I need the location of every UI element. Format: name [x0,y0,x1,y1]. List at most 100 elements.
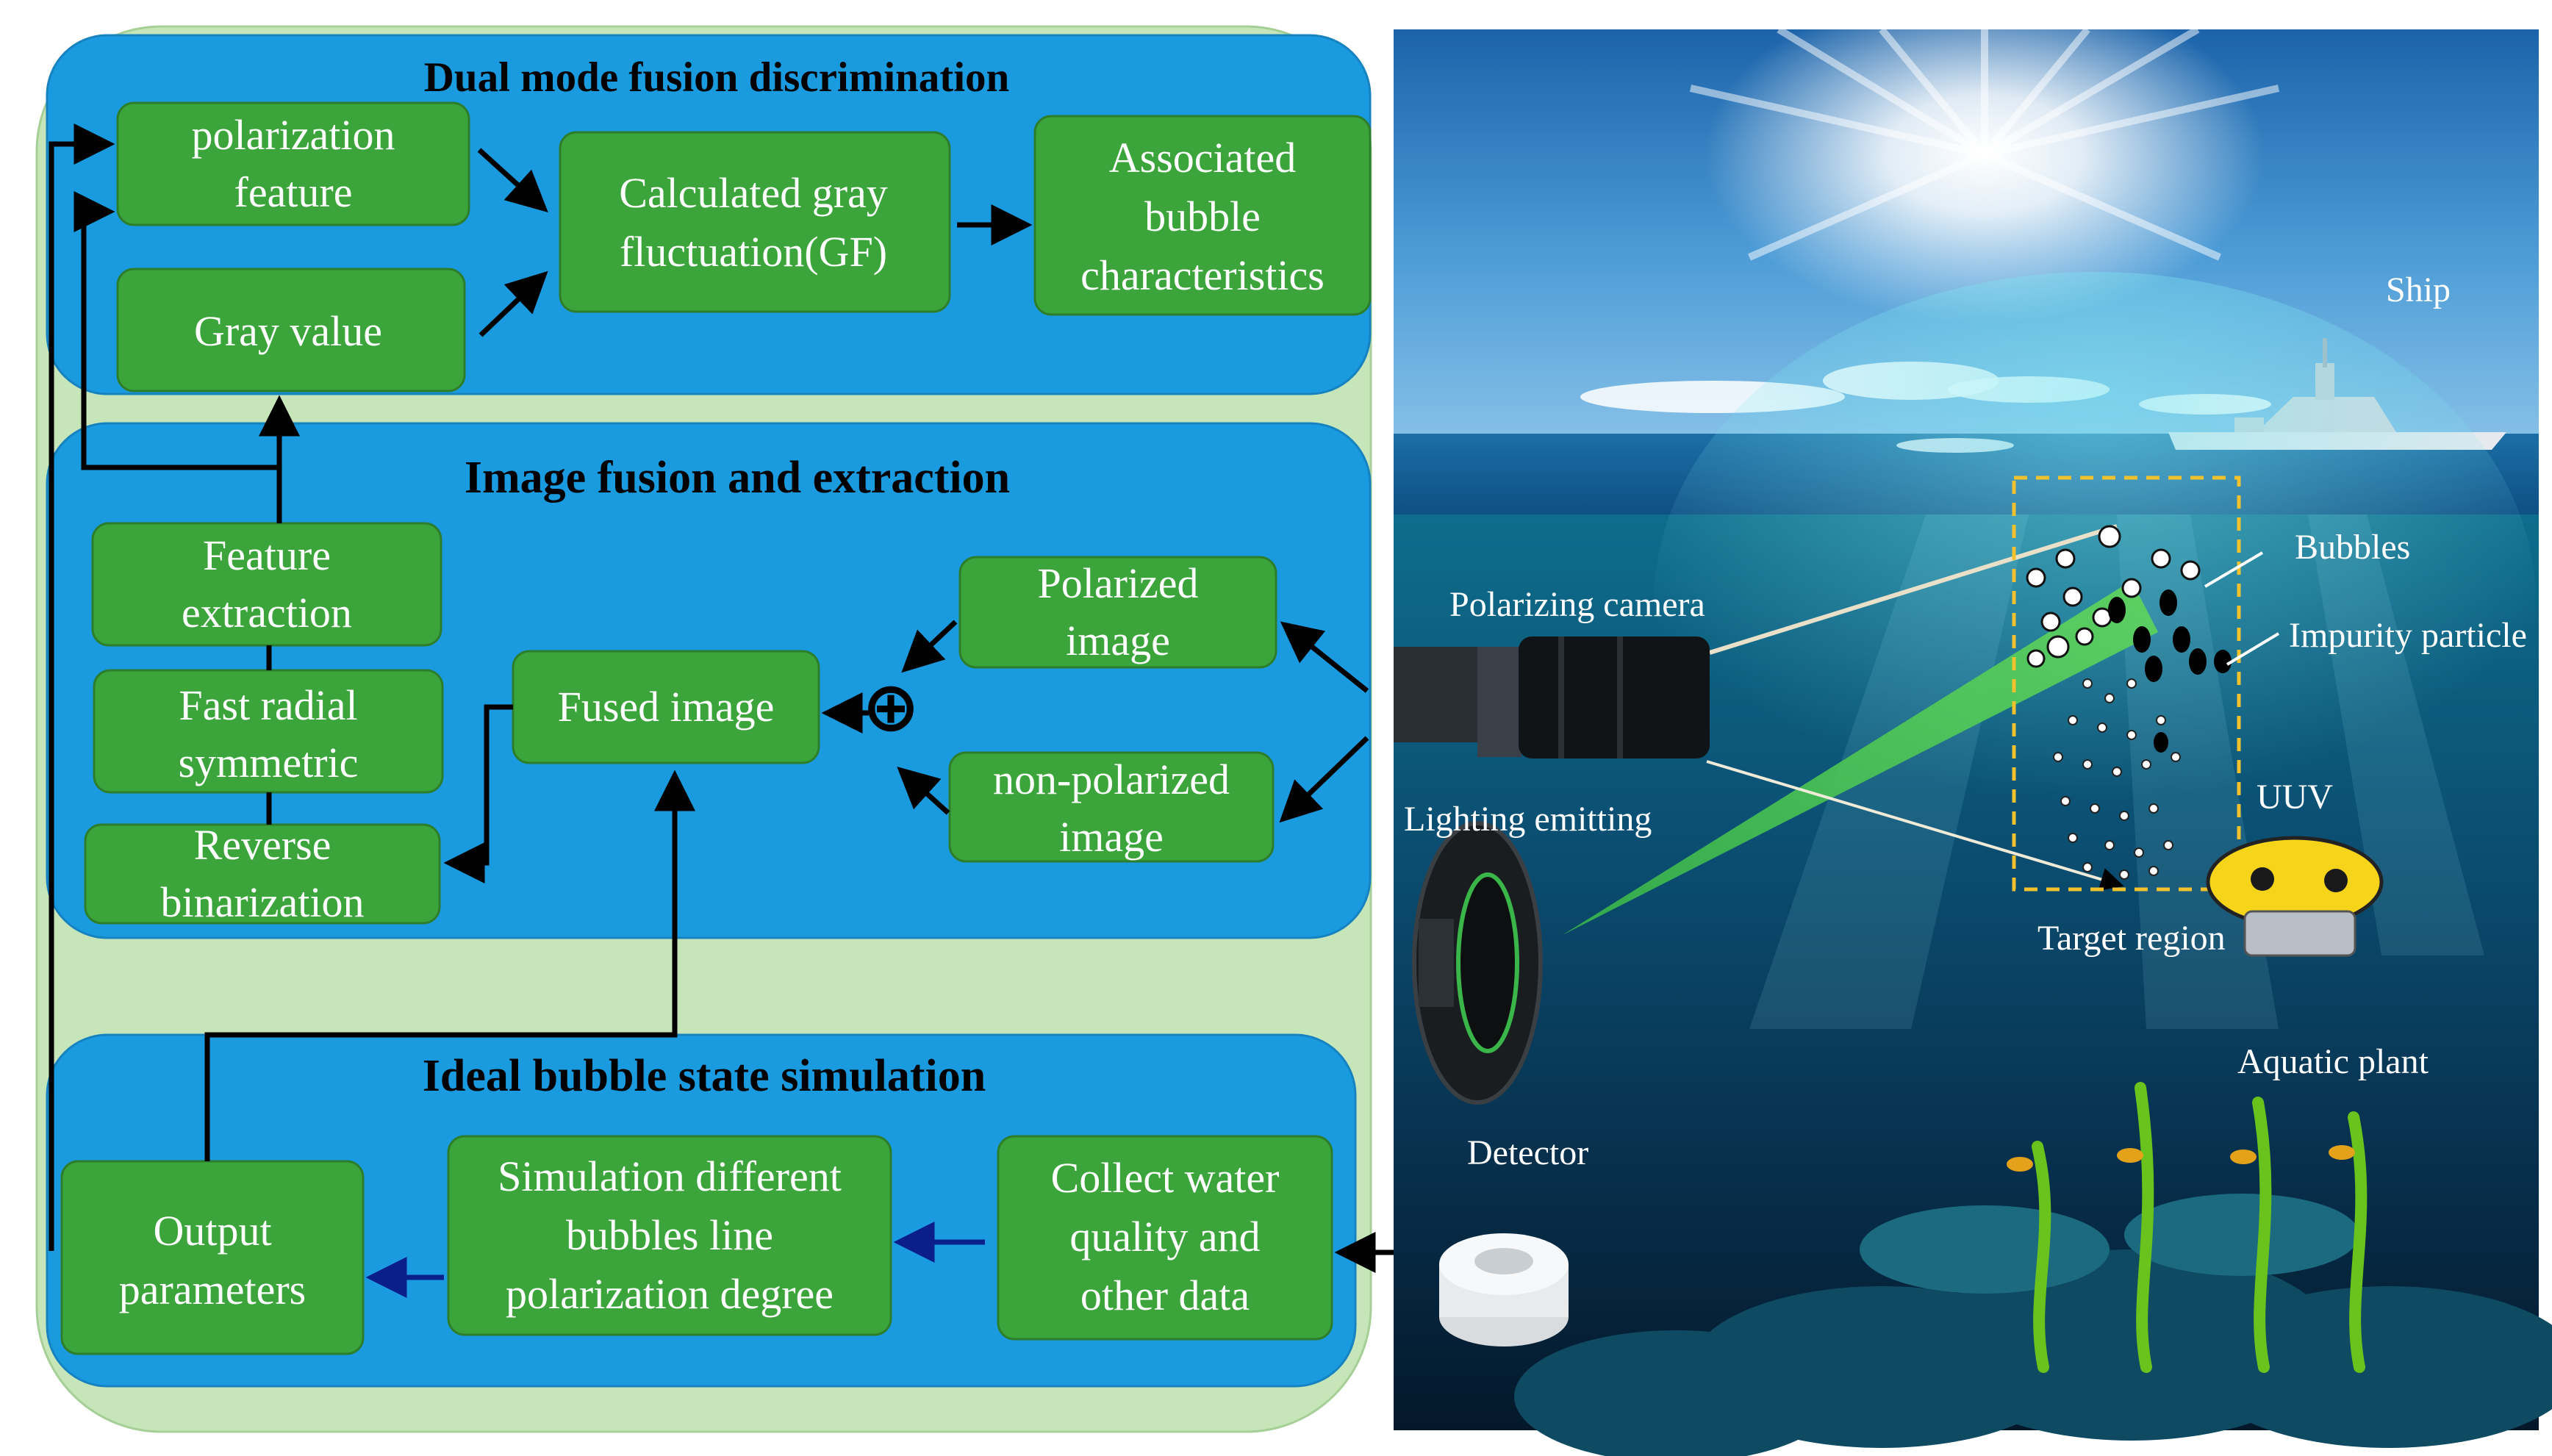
box-non-polarized-image: non-polarized image [948,751,1275,863]
box-text: bubble [1144,193,1261,240]
box-polarization-feature: polarization feature [116,101,470,226]
box-text: Feature [203,531,331,579]
flowchart-panel: Dual mode fusion discrimination Image fu… [35,25,1394,1433]
label-aquatic-plant: Aquatic plant [2237,1042,2429,1081]
impurity-pointer [2226,632,2280,666]
impurity-particles [2108,589,2232,753]
box-text: Reverse [194,821,331,869]
connectors [49,123,1394,1273]
box-text: Associated [1109,134,1297,182]
box-calculated-gray: Calculated gray fluctuation(GF) [559,131,951,313]
label-bubbles: Bubbles [2295,528,2410,567]
label-lighting: Lighting emitting [1404,800,1652,839]
camera-sightline-lower [1706,760,2124,891]
coral-reef [1514,1194,2552,1456]
lighting-emitter-icon [1412,821,1543,1105]
box-gray-value: Gray value [116,268,466,392]
scene-illustration: Ship Bubbles Impurity particle Polarizin… [1394,0,2552,1456]
polarizing-camera-icon [1394,636,1710,759]
label-detector: Detector [1467,1133,1588,1172]
arrow-outer-loop [49,123,115,1251]
section-title-ideal-bubble: Ideal bubble state simulation [423,1051,986,1101]
box-text: image [1066,617,1170,664]
svg-text:Fused image: Fused image [558,683,775,731]
arrow-scene-to-polarized [1280,621,1369,693]
label-impurity: Impurity particle [2289,616,2527,655]
label-polarizing-camera: Polarizing camera [1449,585,1705,624]
fish [2007,1145,2355,1172]
arrow-feature-to-polarization [74,191,279,470]
section-title-dual-mode: Dual mode fusion discrimination [424,54,1010,101]
light-beam [1563,581,2158,935]
box-text: characteristics [1080,251,1325,299]
camera-sightline-upper [1709,524,2118,655]
box-text: extraction [182,589,352,636]
box-fused-image: Fused image [512,650,820,764]
box-text: quality and [1069,1213,1260,1260]
detector-icon [1439,1233,1569,1346]
sun-rays [1689,26,2280,261]
target-region-box [2012,476,2241,892]
arrow-polarization-to-gf [477,148,548,213]
svg-text:Gray value: Gray value [194,307,382,355]
box-text: Calculated gray [619,169,888,217]
bubbles [2026,525,2201,668]
box-text: Output [153,1207,271,1255]
box-collect-water: Collect water quality and other data [997,1135,1333,1341]
arrow-polarized-to-operator [901,620,958,673]
label-uuv: UUV [2257,778,2333,817]
label-ship: Ship [2386,270,2451,309]
small-bubbles [2053,678,2181,880]
box-text: polarization degree [506,1270,834,1318]
box-text: Polarized [1037,559,1198,607]
box-text: polarization [191,111,395,159]
box-text: image [1059,813,1164,861]
box-text: non-polarized [993,756,1230,803]
box-text: fluctuation(GF) [620,228,887,276]
box-text: parameters [119,1266,306,1313]
section-title-image-fusion: Image fusion and extraction [465,453,1010,503]
box-feature-extraction: Feature extraction [91,522,442,647]
scene-labels: Ship Bubbles Impurity particle Polarizin… [1404,270,2527,1172]
label-target-region: Target region [2037,919,2226,958]
sun-glow [1705,0,2264,323]
box-text: symmetric [179,739,359,786]
aquatic-plants [2032,1082,2368,1373]
box-text: other data [1080,1272,1250,1319]
arrow-gray-to-gf [478,270,548,337]
box-polarized-image: Polarized image [958,556,1277,669]
uuv-icon [2206,836,2384,957]
box-text: Fused image [558,683,775,731]
arrow-fused-to-reverse [443,704,513,883]
box-fast-radial: Fast radial symmetric [93,669,444,794]
box-simulation: Simulation different bubbles line polariza… [447,1135,892,1336]
box-associated-bubble: Associated bubble characteristics [1033,115,1372,316]
box-reverse-binarization: Reverse binarization [84,821,441,926]
blue-connectors [365,1222,985,1298]
box-text: bubbles line [566,1211,773,1259]
arrow-nonpolarized-to-operator [897,766,950,815]
arrow-output-to-fused [204,770,695,1161]
arrow-scene-to-nonpolarized [1279,736,1369,823]
fusion-operator-icon: ⊕ [862,667,920,747]
box-text: Gray value [194,307,382,355]
box-text: feature [234,168,353,216]
box-text: Collect water [1051,1154,1280,1202]
box-text: Simulation different [498,1152,842,1200]
box-text: Fast radial [179,681,357,729]
box-text: binarization [160,878,364,926]
box-output-parameters: Output parameters [60,1160,365,1355]
bubbles-pointer [2204,551,2264,588]
